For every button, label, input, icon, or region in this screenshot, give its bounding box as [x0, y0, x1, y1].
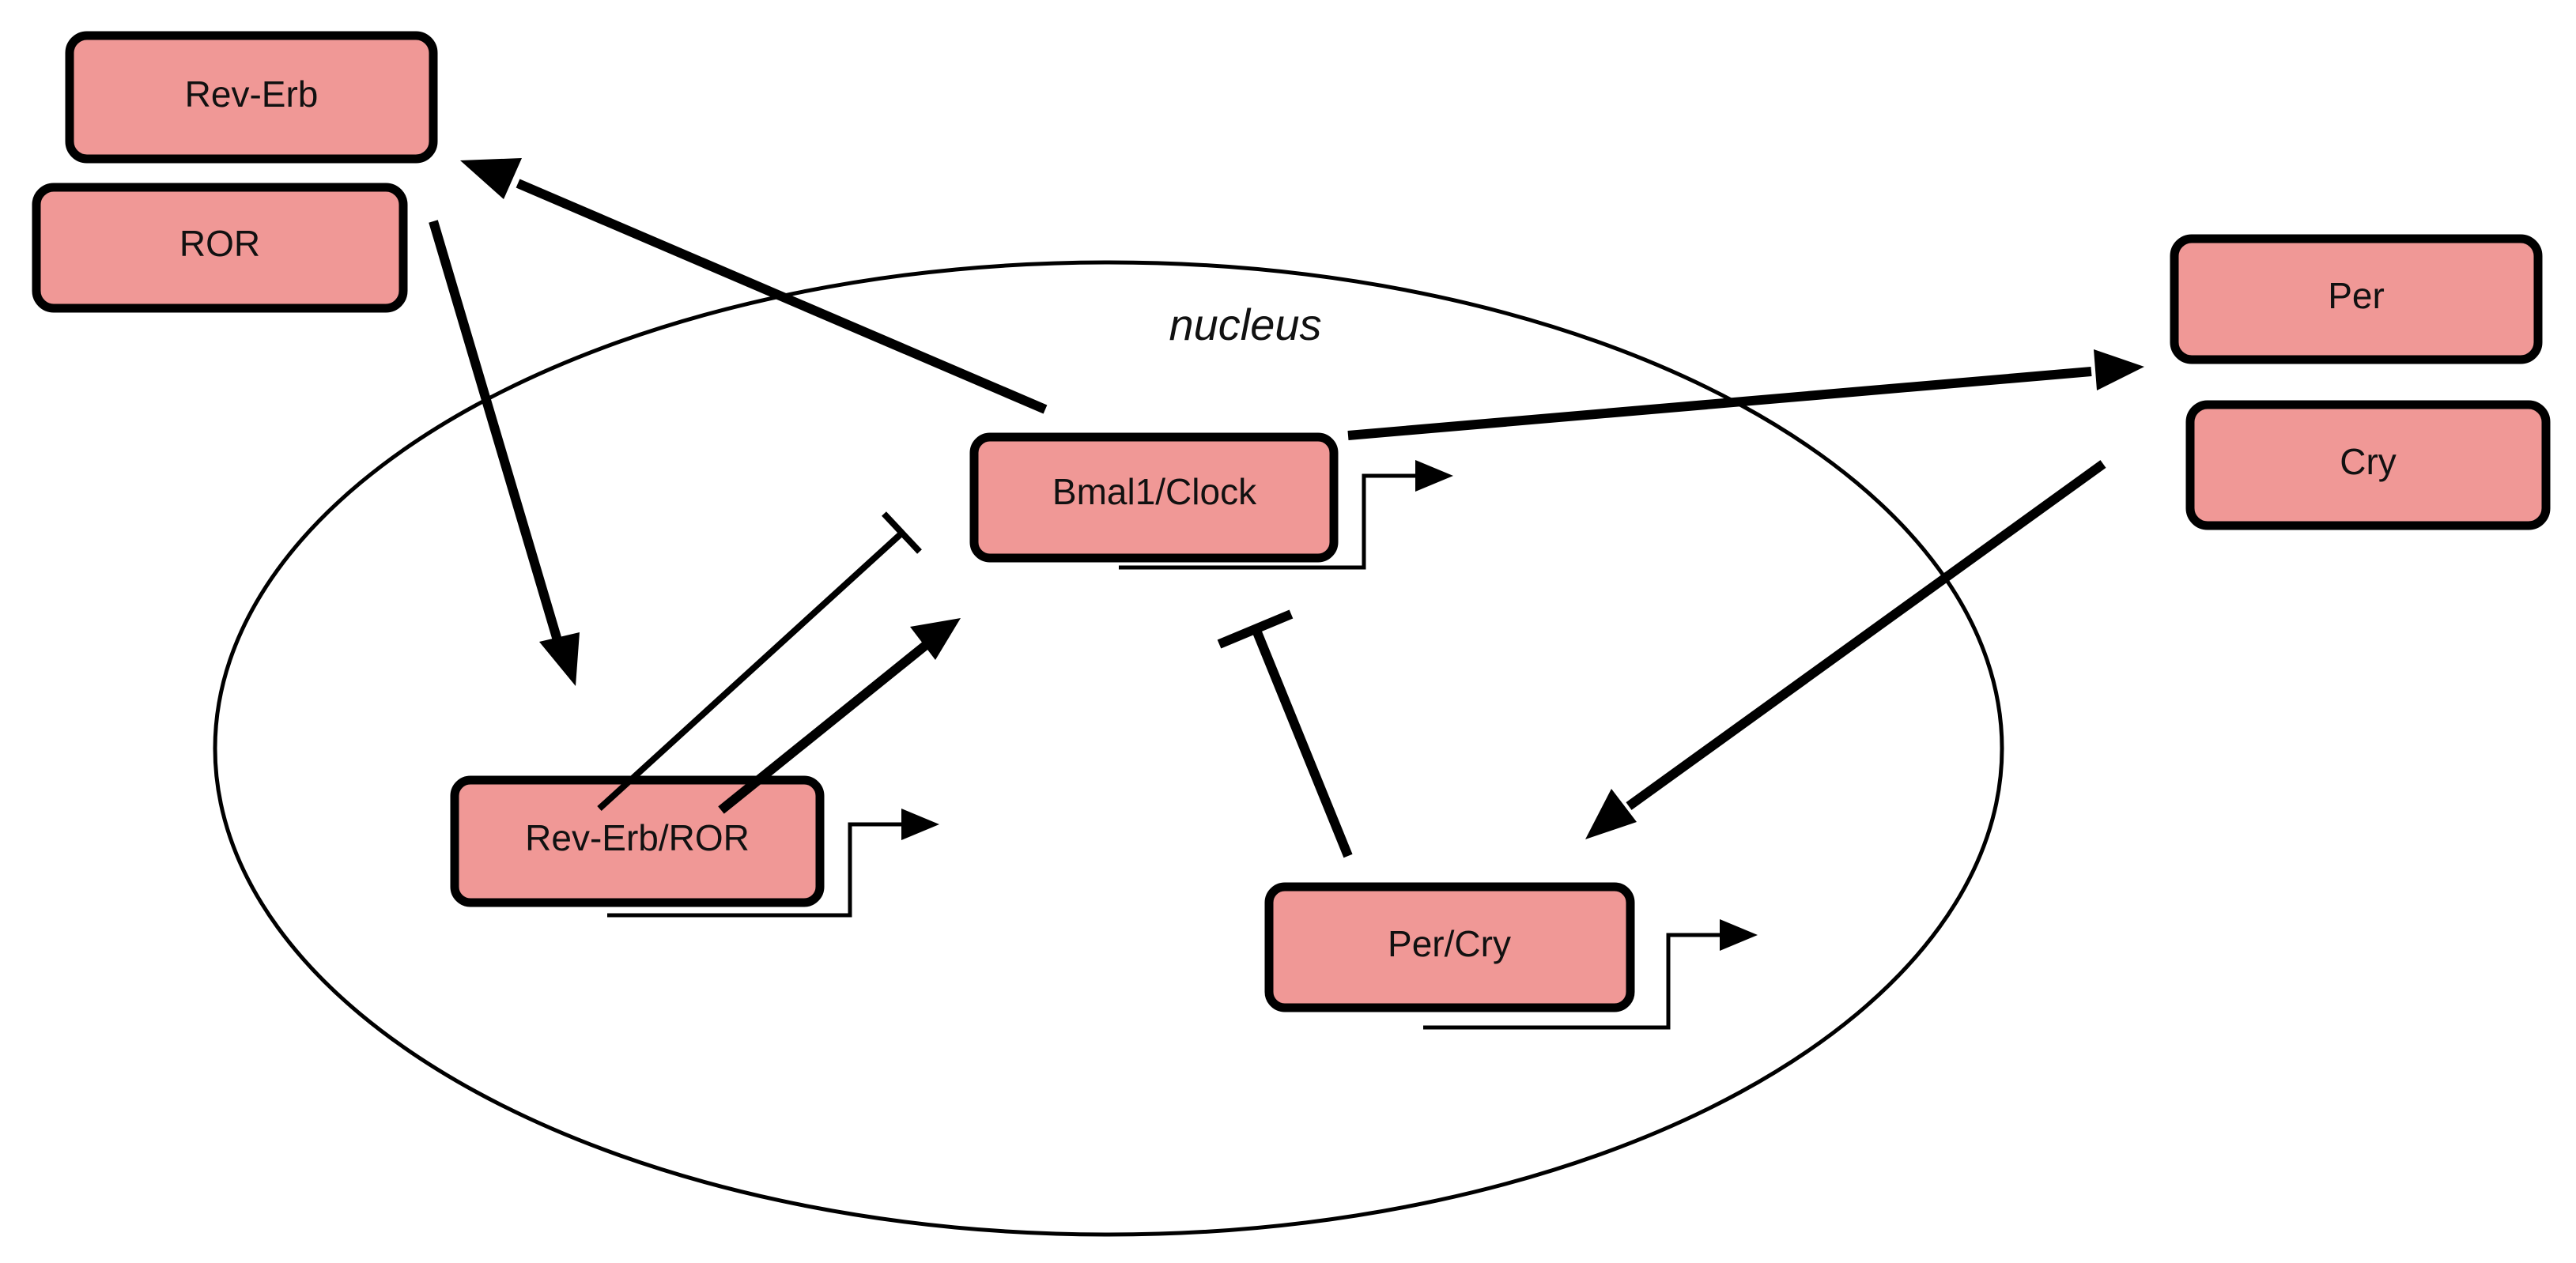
nucleus-ellipse	[213, 260, 2004, 1237]
per-cry-promoter-arrow	[1423, 919, 1758, 1030]
per-label: Per	[2328, 275, 2385, 316]
bmal-clock-label: Bmal1/Clock	[1052, 471, 1257, 512]
rev-erb-label: Rev-Erb	[185, 74, 319, 115]
ror-node: ROR	[32, 183, 408, 313]
cry-node: Cry	[2185, 400, 2551, 530]
arrow-bmal-to-rev-erb	[460, 158, 1048, 414]
arrow-bmal-to-per	[1347, 349, 2144, 440]
rev-erb-box	[65, 31, 438, 164]
per-node: Per	[2170, 234, 2543, 364]
bmal-clock-promoter-arrow	[1119, 460, 1453, 570]
nucleus-label: nucleus	[1169, 300, 1321, 349]
per-cry-node: Per/Cry	[1264, 882, 1635, 1012]
repression-per-cry-on-bmal	[1217, 609, 1353, 858]
rev-erb-ror-promoter-arrow	[607, 809, 939, 918]
bmal-clock-box	[969, 432, 1339, 563]
arrow-cry-to-per-cry	[1585, 460, 2106, 839]
rev-erb-ror-label: Rev-Erb/ROR	[525, 817, 750, 858]
cry-label: Cry	[2340, 441, 2397, 482]
arrow-ror-to-rev-erb-ror	[429, 220, 580, 686]
rev-erb-ror-node: Rev-Erb/ROR	[450, 775, 825, 907]
ror-box	[32, 183, 408, 313]
rev-erb-node: Rev-Erb	[65, 31, 438, 164]
repression-rev-erb-on-bmal	[597, 511, 922, 811]
rev-erb-ror-box	[450, 775, 825, 907]
per-box	[2170, 234, 2543, 364]
per-cry-box	[1264, 882, 1635, 1012]
per-cry-label: Per/Cry	[1388, 923, 1511, 964]
ror-label: ROR	[179, 223, 260, 264]
arrow-ror-activates-bmal	[718, 618, 961, 814]
cry-box	[2185, 400, 2551, 530]
bmal-clock-node: Bmal1/Clock	[969, 432, 1339, 563]
